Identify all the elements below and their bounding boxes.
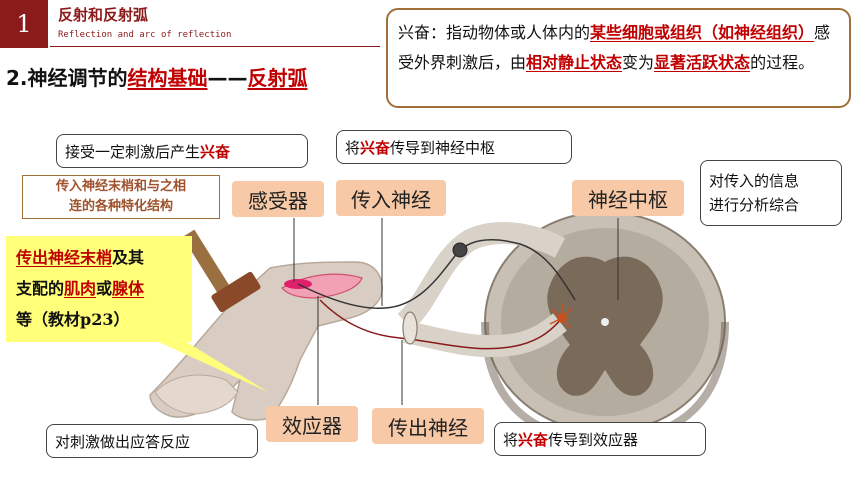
definition-box: 兴奋：指动物体或人体内的某些细胞或组织（如神经组织）感受外界刺激后，由相对静止状… — [386, 8, 851, 108]
receptor-desc-line1: 传入神经末梢和与之相 — [55, 179, 186, 194]
note-conduct-in-prefix: 将 — [345, 138, 361, 157]
definition-text-2: 感受外界刺激后，由 — [398, 23, 831, 72]
effector-desc-text1: 及其 — [112, 248, 145, 267]
label-nerve-center: 神经中枢 — [572, 180, 684, 216]
definition-highlight-3: 显著活跃状态 — [654, 53, 751, 72]
page-heading: 2.神经调节的结构基础——反射弧 — [6, 62, 308, 91]
section-title: 反射和反射弧 — [58, 6, 149, 24]
receptor-description: 传入神经末梢和与之相 连的各种特化结构 — [22, 175, 220, 219]
definition-text-1: 兴奋：指动物体或人体内的 — [398, 23, 591, 42]
note-conduct-in-highlight: 兴奋 — [360, 138, 391, 157]
section-number: 1 — [0, 0, 48, 48]
heading-dash: —— — [207, 66, 248, 90]
note-receive-highlight: 兴奋 — [200, 142, 231, 161]
note-conduct-to-effector: 将兴奋传导到效应器 — [494, 422, 706, 456]
note-conduct-in-suffix: 传导到神经中枢 — [390, 138, 496, 157]
header-rule — [50, 46, 380, 47]
ganglion-cell — [452, 242, 468, 258]
effector-desc-gland: 腺体 — [112, 279, 145, 298]
note-conduct-to-center: 将兴奋传导到神经中枢 — [336, 130, 572, 164]
nerve-root-end — [402, 311, 418, 345]
effector-desc-muscle: 肌肉 — [64, 279, 97, 298]
note-analyze-line2: 进行分析综合 — [709, 196, 800, 214]
effector-desc-nerve-endings: 传出神经末梢 — [16, 248, 113, 267]
label-effector: 效应器 — [266, 406, 358, 442]
effector-desc-text4: 等（教材p23） — [16, 310, 130, 329]
heading-key-reflex-arc: 反射弧 — [247, 66, 308, 90]
note-conduct-out-suffix: 传导到效应器 — [548, 430, 639, 449]
label-afferent-nerve: 传入神经 — [336, 180, 446, 216]
note-conduct-out-highlight: 兴奋 — [518, 430, 549, 449]
note-respond-text: 对刺激做出应答反应 — [55, 432, 191, 451]
effector-description: 传出神经末梢及其 支配的肌肉或腺体 等（教材p23） — [6, 236, 192, 342]
motor-neuron-dendrites — [549, 304, 573, 329]
definition-text-3: 变为 — [622, 53, 655, 72]
section-subtitle: Reflection and arc of reflection — [58, 30, 232, 40]
effector-desc-text3: 或 — [96, 279, 113, 298]
note-analyze-line1: 对传入的信息 — [709, 172, 800, 190]
receptor-desc-line2: 连的各种特化结构 — [68, 199, 173, 214]
gray-matter — [547, 256, 663, 396]
heading-prefix: 2.神经调节的 — [6, 66, 128, 90]
label-receptor: 感受器 — [232, 181, 324, 217]
hammer-handle — [182, 229, 232, 297]
note-conduct-out-prefix: 将 — [503, 430, 519, 449]
heading-key-structure: 结构基础 — [127, 66, 208, 90]
definition-text-4: 的过程。 — [750, 53, 815, 72]
afferent-nerve-bundle — [397, 222, 566, 331]
hammer-head — [211, 271, 261, 313]
central-canal — [601, 318, 609, 326]
label-efferent-nerve: 传出神经 — [372, 408, 484, 444]
note-receive-stimulus: 接受一定刺激后产生兴奋 — [56, 134, 308, 168]
effector-desc-text2: 支配的 — [16, 279, 65, 298]
note-respond: 对刺激做出应答反应 — [46, 424, 258, 458]
note-receive-text: 接受一定刺激后产生 — [65, 142, 201, 161]
definition-highlight-2: 相对静止状态 — [526, 53, 623, 72]
foot-shape — [154, 374, 239, 415]
note-analyze: 对传入的信息 进行分析综合 — [700, 160, 842, 226]
definition-highlight-1: 某些细胞或组织（如神经组织） — [590, 23, 815, 42]
efferent-nerve-line — [319, 299, 563, 350]
callout-tail — [150, 338, 268, 392]
